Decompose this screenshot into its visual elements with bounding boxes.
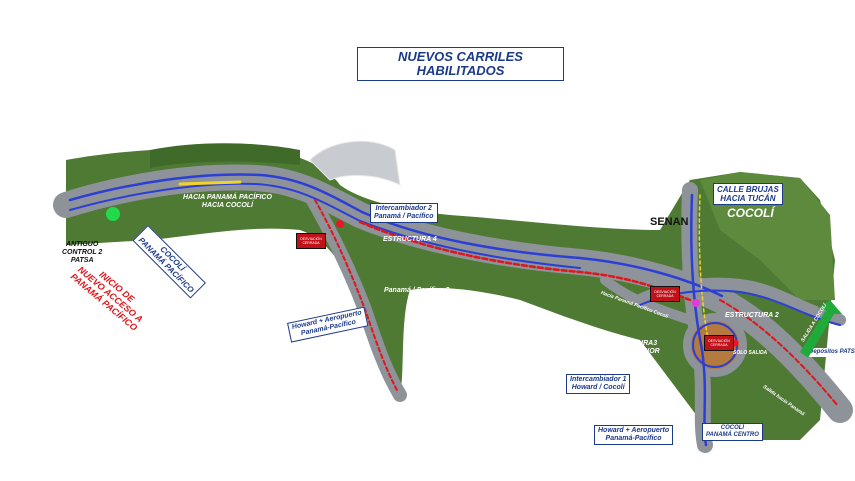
- calle-brujas-text: CALLE BRUJAS: [717, 185, 779, 194]
- salida-cocoli-arrow: [800, 300, 842, 358]
- estructura-2-label: ESTRUCTURA 2: [725, 312, 779, 319]
- intercambiador2-line2: Panamá / Pacífico: [374, 213, 434, 220]
- antiguo-line2: CONTROL 2: [62, 249, 103, 256]
- title-line-2: HABILITADOS: [416, 63, 505, 78]
- closure-sign-3: DESVIACIÓN CERRADA: [704, 335, 734, 351]
- intercambiador-1-label: Intercambiador 1 Howard / Cocolí: [566, 374, 631, 394]
- intercambiador1-line1: Intercambiador 1: [570, 376, 627, 383]
- title-line-1: NUEVOS CARRILES: [398, 49, 523, 64]
- hacia-panama-label: HACIA PANAMÁ PACÍFICO HACIA COCOLÍ: [180, 193, 275, 211]
- intercambiador1-line2: Howard / Cocolí: [571, 384, 625, 391]
- place-cocoli: COCOLÍ: [727, 206, 774, 220]
- hacia-tucan-text: HACIA TUCÁN: [720, 194, 776, 203]
- estructura3-line2: PASO INFERIOR: [605, 348, 660, 355]
- panama-pacifico-2-label: Panamá / Pacífico 2: [384, 287, 450, 294]
- intercambiador2-line1: Intercambiador 2: [375, 205, 432, 212]
- depositos-patsa-label: Depósitos PATSA: [806, 348, 855, 357]
- antiguo-line3: PATSA: [70, 257, 94, 264]
- estructura-4-label: ESTRUCTURA 4: [383, 236, 437, 243]
- howard-bottom-line2: Panamá-Pacífico: [605, 435, 662, 442]
- intercambiador-2-label: Intercambiador 2 Panamá / Pacífico: [370, 203, 438, 223]
- calle-brujas-label: CALLE BRUJAS HACIA TUCÁN: [713, 183, 783, 205]
- antiguo-control-label: ANTIGUO CONTROL 2 PATSA: [62, 241, 102, 265]
- cocoli-centro-line2: PANAMÁ CENTRO: [706, 432, 759, 438]
- howard-aeropuerto-bottom-label: Howard + Aeropuerto Panamá-Pacífico: [594, 425, 674, 445]
- antiguo-line1: ANTIGUO: [66, 241, 99, 248]
- estructura3-line1: ESTRUCTURA3: [605, 340, 658, 347]
- place-senan: SENAN: [650, 216, 689, 228]
- hacia-panama-line1: HACIA PANAMÁ PACÍFICO: [183, 194, 272, 201]
- hacia-panama-line2: HACIA COCOLÍ: [201, 202, 253, 209]
- estructura-3-label: ESTRUCTURA3 PASO INFERIOR: [605, 340, 660, 356]
- closure-sign-1: DESVIACIÓN CERRADA: [296, 233, 326, 249]
- overpass-structure: [309, 140, 401, 186]
- green-marker: [106, 207, 120, 221]
- cocoli-centro-line1: COCOLÍ: [720, 425, 745, 431]
- map-title: NUEVOS CARRILES HABILITADOS: [357, 47, 564, 81]
- magenta-marker: [692, 299, 700, 307]
- red-marker: [336, 220, 344, 228]
- solo-salida-label: SOLO SALIDA: [733, 350, 768, 356]
- closure-sign-2: DESVIACIÓN CERRADA: [650, 286, 680, 302]
- howard-bottom-line1: Howard + Aeropuerto: [598, 427, 670, 434]
- cocoli-panama-centro-label: COCOLÍ PANAMÁ CENTRO: [702, 423, 763, 441]
